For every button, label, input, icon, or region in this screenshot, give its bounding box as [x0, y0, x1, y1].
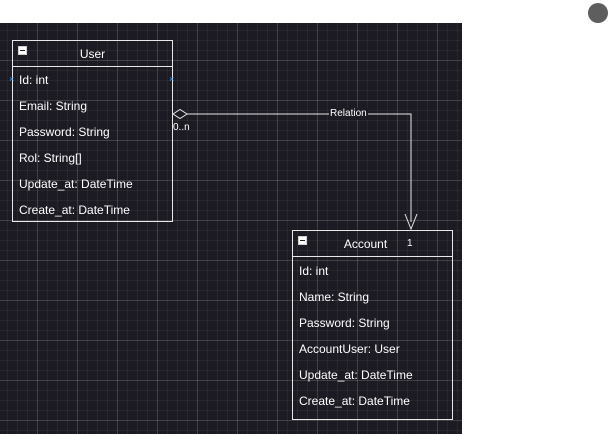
x-port-icon[interactable]: × — [169, 74, 175, 84]
user-field[interactable]: Create_at: DateTime — [19, 203, 130, 217]
account-field[interactable]: Update_at: DateTime — [299, 368, 413, 382]
minus-box-icon[interactable] — [298, 236, 307, 245]
account-entity-title: Account — [343, 237, 388, 251]
source-multiplicity: 0..n — [173, 122, 190, 133]
relation-line — [187, 113, 412, 222]
user-entity-header[interactable]: User — [13, 41, 172, 67]
user-field[interactable]: Id: int — [19, 73, 49, 87]
user-entity-title: User — [79, 47, 106, 61]
circle-icon[interactable] — [588, 3, 608, 23]
relation-label[interactable]: Relation — [329, 108, 368, 120]
open-arrow-icon — [404, 213, 418, 231]
minus-box-icon[interactable] — [18, 46, 27, 55]
account-field[interactable]: Create_at: DateTime — [299, 394, 410, 408]
user-field[interactable]: Password: String — [19, 125, 110, 139]
account-field[interactable]: Password: String — [299, 316, 390, 330]
account-field[interactable]: Name: String — [299, 290, 370, 304]
x-port-icon[interactable]: × — [9, 74, 15, 84]
user-field[interactable]: Email: String — [19, 99, 88, 113]
user-field[interactable]: Update_at: DateTime — [19, 177, 133, 191]
user-entity[interactable]: User Id: int Email: String Password: Str… — [12, 40, 173, 222]
hollow-diamond-icon — [172, 108, 188, 120]
account-entity[interactable]: Account 1 Id: int Name: String Password:… — [292, 230, 453, 420]
target-multiplicity: 1 — [407, 238, 413, 249]
diagram-canvas[interactable] — [0, 23, 462, 434]
account-field[interactable]: AccountUser: User — [299, 342, 400, 356]
account-field[interactable]: Id: int — [299, 264, 329, 278]
user-field[interactable]: Rol: String[] — [19, 151, 82, 165]
account-entity-header[interactable]: Account 1 — [293, 231, 452, 257]
